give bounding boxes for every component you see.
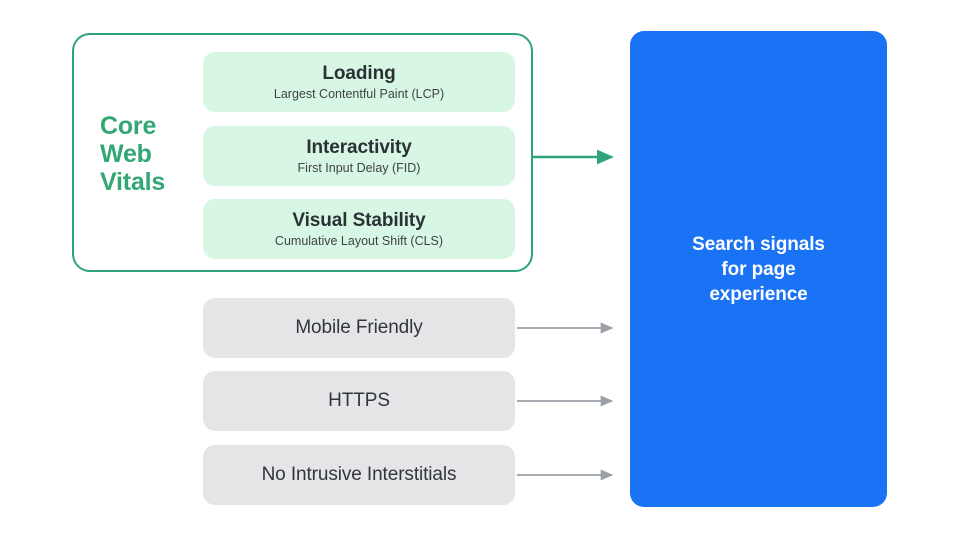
- signal-label: HTTPS: [328, 390, 390, 411]
- core-web-vitals-group: [72, 33, 533, 272]
- metric-subtitle: Largest Contentful Paint (LCP): [273, 86, 445, 101]
- metric-subtitle: First Input Delay (FID): [297, 160, 421, 175]
- core-web-vitals-label-line-3: Vitals: [100, 168, 166, 196]
- core-web-vitals-label-line-1: Core: [100, 112, 157, 140]
- metric-card-loading: Loading Largest Contentful Paint (LCP): [203, 52, 515, 112]
- signal-label: Mobile Friendly: [295, 317, 423, 338]
- metric-title: Loading: [322, 62, 396, 84]
- metric-card-interactivity: Interactivity First Input Delay (FID): [203, 126, 515, 186]
- signal-card-no-intrusive-interstitials: No Intrusive Interstitials: [203, 445, 515, 505]
- metric-subtitle: Cumulative Layout Shift (CLS): [274, 233, 444, 248]
- search-signals-panel: Search signals for page experience: [630, 31, 887, 507]
- metric-card-visual-stability: Visual Stability Cumulative Layout Shift…: [203, 199, 515, 259]
- signal-card-mobile-friendly: Mobile Friendly: [203, 298, 515, 358]
- search-signals-panel-text: Search signals for page experience: [692, 233, 825, 305]
- signal-label: No Intrusive Interstitials: [261, 464, 457, 485]
- metric-title: Visual Stability: [292, 209, 426, 231]
- metric-title: Interactivity: [306, 136, 412, 158]
- core-web-vitals-label-line-2: Web: [100, 140, 152, 168]
- core-web-vitals-group-label: Core Web Vitals: [100, 112, 192, 196]
- signal-card-https: HTTPS: [203, 371, 515, 431]
